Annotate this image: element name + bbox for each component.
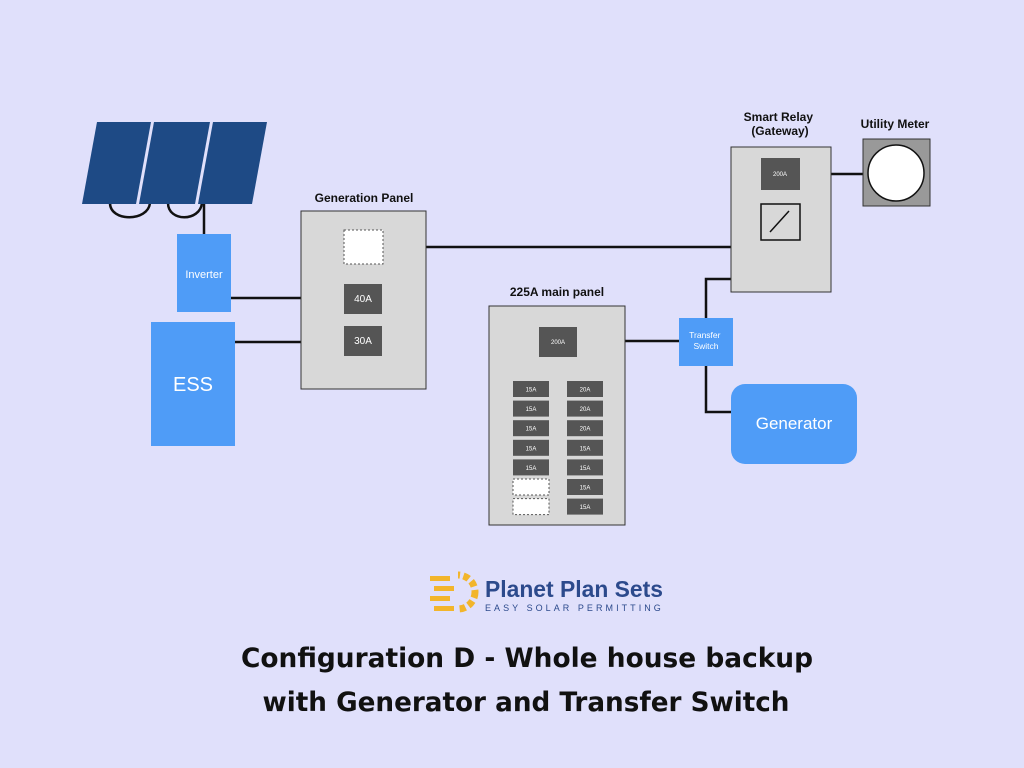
breaker-30a-label: 30A bbox=[354, 336, 372, 347]
wire-solar-loop-2 bbox=[166, 202, 204, 219]
branch-breaker-label: 20A bbox=[580, 388, 591, 394]
branch-breaker-label: 15A bbox=[526, 388, 537, 394]
solar-panel-3 bbox=[198, 122, 267, 204]
main-panel: 200A 15A15A15A15A15A20A20A20A15A15A15A15… bbox=[488, 305, 626, 526]
branch-breaker-label: 15A bbox=[526, 466, 537, 472]
utility-meter bbox=[862, 138, 931, 207]
relay-breaker-label: 200A bbox=[773, 172, 787, 178]
branch-breaker-label: 15A bbox=[526, 446, 537, 452]
branch-breaker-left-3 bbox=[513, 420, 549, 437]
main-breaker-label: 200A bbox=[551, 340, 565, 346]
branch-breaker-left-5 bbox=[513, 459, 549, 476]
company-logo: Planet Plan Sets EASY SOLAR PERMITTING bbox=[430, 571, 663, 613]
empty-breaker-slot bbox=[512, 478, 550, 496]
branch-breaker-right-2 bbox=[567, 400, 603, 417]
main-panel-title: 225A main panel bbox=[510, 285, 604, 299]
branch-breaker-left-4 bbox=[513, 439, 549, 456]
branch-breaker-label: 20A bbox=[580, 427, 591, 433]
solar-panel-1 bbox=[82, 122, 151, 204]
gear-icon bbox=[430, 571, 479, 613]
smart-relay: 200A bbox=[730, 146, 832, 293]
inverter-label: Inverter bbox=[185, 269, 223, 281]
breaker-30a bbox=[344, 326, 382, 356]
branch-breaker-label: 20A bbox=[580, 407, 591, 413]
smart-relay-title-line2: (Gateway) bbox=[751, 124, 808, 138]
generation-panel: 40A 30A bbox=[300, 210, 427, 390]
branch-breaker-right-4 bbox=[567, 439, 603, 456]
branch-breaker-right-7 bbox=[567, 498, 603, 515]
caption-line-2: with Generator and Transfer Switch bbox=[263, 687, 790, 718]
wire-generation-to-relay bbox=[383, 232, 782, 280]
meter-dial bbox=[867, 144, 925, 202]
breaker-40a bbox=[344, 284, 382, 314]
wire-transfer-to-generator bbox=[704, 366, 733, 414]
branch-breaker-label: 15A bbox=[580, 505, 591, 511]
empty-breaker-slot bbox=[512, 498, 550, 516]
logo-name: Planet Plan Sets bbox=[485, 576, 663, 602]
branch-breakers: 15A 15A 15A 15A 15A 20A 20A 20A 15A 15A 15A 15A bbox=[512, 381, 603, 516]
branch-breaker-label: 15A bbox=[580, 466, 591, 472]
branch-breaker-label: 15A bbox=[526, 427, 537, 433]
main-breaker-200a bbox=[539, 327, 577, 357]
generation-panel-title: Generation Panel bbox=[315, 191, 414, 205]
branch-breaker-label: 15A bbox=[580, 446, 591, 452]
transfer-switch: Transfer Switch bbox=[679, 318, 733, 366]
solar-panel-2 bbox=[139, 122, 210, 204]
breaker-40a-label: 40A bbox=[354, 294, 372, 305]
utility-meter-title: Utility Meter bbox=[861, 117, 930, 131]
smart-relay-title: Smart Relay (Gateway) bbox=[744, 110, 817, 138]
ess-label: ESS bbox=[173, 374, 213, 396]
branch-breaker-left-1 bbox=[513, 381, 549, 397]
branch-breaker-left-2 bbox=[513, 400, 549, 417]
smart-relay-title-line1: Smart Relay bbox=[744, 110, 814, 124]
wire-solar-loop-1 bbox=[108, 202, 152, 219]
ess-battery: ESS bbox=[151, 322, 235, 446]
branch-breaker-right-5 bbox=[567, 459, 603, 476]
branch-breaker-right-1 bbox=[567, 381, 603, 397]
branch-breaker-right-3 bbox=[567, 420, 603, 437]
transfer-switch-label: Transfer Switch bbox=[689, 330, 723, 351]
solar-array bbox=[82, 122, 267, 204]
branch-breaker-label: 15A bbox=[580, 486, 591, 492]
generator: Generator bbox=[731, 384, 857, 464]
inverter: Inverter bbox=[177, 234, 231, 312]
branch-breaker-label: 15A bbox=[526, 407, 537, 413]
relay-switch-contact bbox=[769, 210, 790, 233]
caption-line-1: Configuration D - Whole house backup bbox=[241, 643, 813, 674]
generator-label: Generator bbox=[756, 414, 833, 433]
generation-empty-slot bbox=[343, 229, 384, 265]
relay-breaker-200a bbox=[761, 158, 800, 190]
logo-tagline: EASY SOLAR PERMITTING bbox=[485, 603, 663, 613]
branch-breaker-right-6 bbox=[567, 479, 603, 495]
relay-switch-box bbox=[760, 203, 801, 241]
